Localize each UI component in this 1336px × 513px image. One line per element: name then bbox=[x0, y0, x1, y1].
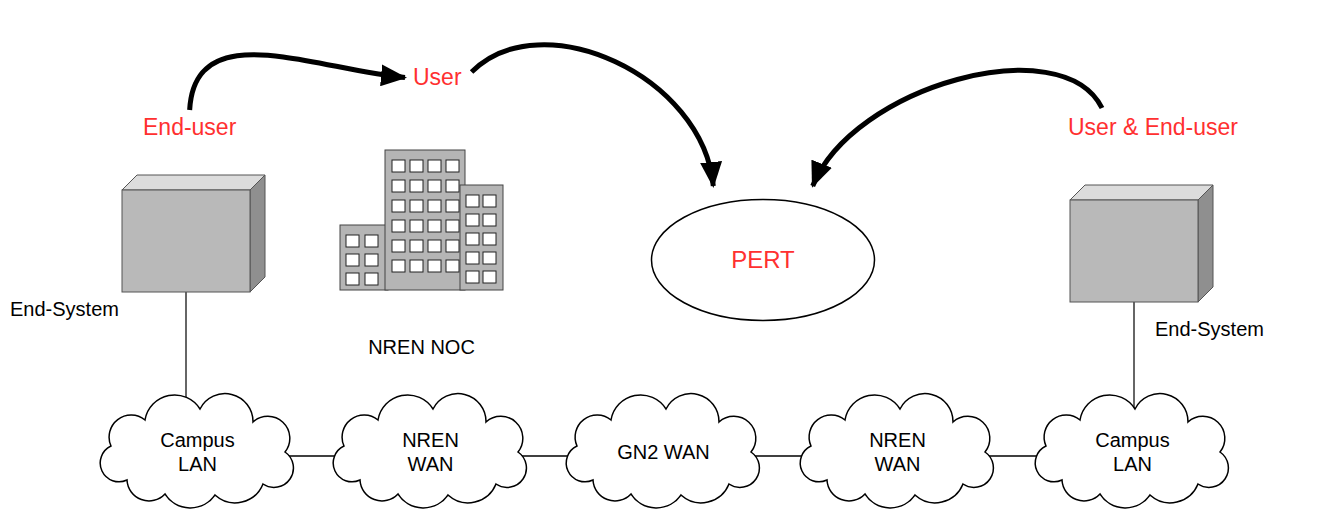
pert-ellipse: PERT bbox=[650, 198, 876, 322]
role-label: User & End-user bbox=[1068, 114, 1238, 141]
network-cloud: Campus LAN bbox=[1040, 400, 1225, 504]
box-top bbox=[122, 175, 265, 190]
box-side bbox=[250, 175, 265, 292]
building-window bbox=[410, 180, 423, 192]
flow-arrow bbox=[813, 70, 1102, 186]
building-window bbox=[346, 254, 359, 266]
flow-arrow bbox=[472, 45, 714, 186]
network-cloud: NREN WAN bbox=[805, 400, 990, 504]
building-block bbox=[340, 225, 388, 290]
actor-label: End-user bbox=[143, 114, 236, 141]
building-window bbox=[483, 271, 496, 283]
building-block bbox=[385, 150, 465, 290]
network-label: NREN WAN bbox=[381, 428, 481, 476]
building-window bbox=[428, 260, 441, 272]
network-cloud: GN2 WAN bbox=[571, 400, 756, 504]
building-window bbox=[392, 240, 405, 252]
building-window bbox=[466, 252, 479, 264]
role-label: End-user bbox=[143, 114, 236, 141]
network-cloud: NREN WAN bbox=[338, 400, 523, 504]
network-link bbox=[1133, 302, 1135, 408]
cloud-outline bbox=[333, 394, 526, 508]
cloud-outline bbox=[800, 394, 993, 508]
box-front bbox=[122, 190, 250, 292]
cloud-outline bbox=[100, 394, 293, 508]
shape-outline bbox=[1040, 400, 1225, 504]
cloud-outline bbox=[1035, 394, 1228, 508]
end-system-box: End-System bbox=[1070, 185, 1213, 302]
shape-outline bbox=[1070, 185, 1213, 302]
device-label: End-System bbox=[1155, 318, 1264, 341]
building-window bbox=[392, 220, 405, 232]
building-window bbox=[466, 233, 479, 245]
box-front bbox=[1070, 200, 1198, 302]
building-window bbox=[483, 195, 496, 207]
actor-label: User & End-user bbox=[1068, 114, 1238, 141]
building-window bbox=[392, 160, 405, 172]
cloud-outline bbox=[566, 394, 759, 508]
building-window bbox=[428, 200, 441, 212]
building-window bbox=[483, 233, 496, 245]
building-window bbox=[392, 260, 405, 272]
device-label: End-System bbox=[10, 298, 119, 321]
building-window bbox=[483, 252, 496, 264]
shape-outline bbox=[805, 400, 990, 504]
building-window bbox=[446, 220, 459, 232]
building-window bbox=[428, 220, 441, 232]
network-cloud: Campus LAN bbox=[105, 400, 290, 504]
building-window bbox=[466, 195, 479, 207]
building-window bbox=[483, 214, 496, 226]
building-window bbox=[428, 240, 441, 252]
network-link bbox=[753, 455, 808, 457]
building-window bbox=[446, 260, 459, 272]
shape-outline bbox=[338, 140, 505, 290]
network-link bbox=[287, 455, 341, 457]
building-window bbox=[410, 200, 423, 212]
building-window bbox=[410, 220, 423, 232]
pert-label: PERT bbox=[731, 246, 795, 274]
building-window bbox=[365, 254, 378, 266]
building-window bbox=[365, 273, 378, 285]
network-label: NREN WAN bbox=[848, 428, 948, 476]
building-window bbox=[410, 160, 423, 172]
network-link bbox=[185, 292, 187, 408]
building-window bbox=[346, 273, 359, 285]
building-window bbox=[365, 235, 378, 247]
network-link bbox=[520, 455, 574, 457]
network-label: Campus LAN bbox=[148, 428, 248, 476]
building-window bbox=[428, 180, 441, 192]
shape-outline bbox=[105, 400, 290, 504]
actor-label: User bbox=[413, 64, 462, 91]
end-system-box: End-System bbox=[122, 175, 265, 292]
device-label: NREN NOC bbox=[338, 336, 505, 359]
building-window bbox=[428, 160, 441, 172]
building-window bbox=[446, 180, 459, 192]
box-top bbox=[1070, 185, 1213, 200]
network-link bbox=[987, 455, 1043, 457]
building-block bbox=[460, 185, 503, 290]
shape-outline bbox=[338, 400, 523, 504]
building-window bbox=[410, 260, 423, 272]
building-window bbox=[446, 240, 459, 252]
box-side bbox=[1198, 185, 1213, 302]
building-window bbox=[446, 160, 459, 172]
role-label: User bbox=[413, 64, 462, 91]
shape-outline bbox=[122, 175, 265, 292]
building-window bbox=[466, 271, 479, 283]
building-window bbox=[392, 200, 405, 212]
building-window bbox=[466, 214, 479, 226]
building-window bbox=[410, 240, 423, 252]
ellipse-outline bbox=[652, 200, 875, 321]
flow-arrow bbox=[190, 55, 405, 110]
network-label: Campus LAN bbox=[1083, 428, 1183, 476]
building-window bbox=[446, 200, 459, 212]
network-label: GN2 WAN bbox=[617, 440, 710, 464]
noc-building: NREN NOC bbox=[338, 140, 505, 290]
building-window bbox=[346, 235, 359, 247]
building-window bbox=[392, 180, 405, 192]
